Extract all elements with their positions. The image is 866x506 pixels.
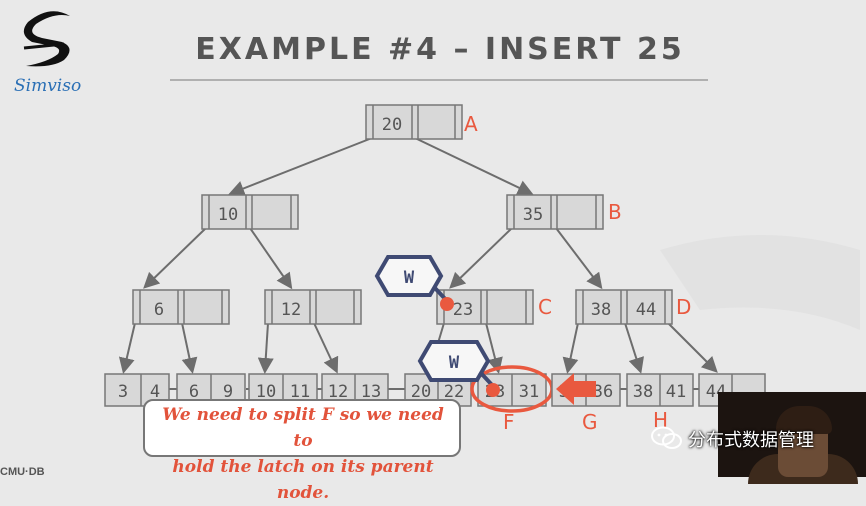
node-D-key-2: 44 (636, 300, 656, 320)
edge-C-F (485, 322, 503, 374)
node-6-key-1: 6 (154, 300, 164, 320)
leaf-key: 12 (328, 382, 348, 402)
node-A-label: A (464, 112, 478, 136)
edge-n10-n6 (143, 227, 207, 289)
simviso-logo (18, 8, 78, 70)
leaf-key: 36 (593, 382, 613, 402)
edge-D-G (562, 322, 579, 374)
node-H-label: H (653, 408, 668, 432)
node-D: 38 44 D (575, 289, 691, 325)
leaf-key: 20 (411, 382, 431, 402)
node-A: 20 A (365, 104, 478, 140)
title-underline (170, 79, 708, 81)
write-latch-F: W (417, 340, 500, 397)
leaf-key: 13 (361, 382, 381, 402)
edge-A-B (414, 137, 534, 196)
leaf-key: 3 (118, 382, 128, 402)
node-10-key-1: 10 (218, 205, 238, 225)
node-C-label: C (538, 295, 552, 319)
callout-line-2: hold the latch on its parent node. (172, 457, 434, 503)
leaf-key: 9 (223, 382, 233, 402)
node-6: 6 (132, 289, 230, 325)
latch-label: W (449, 353, 460, 373)
leaf-key: 41 (666, 382, 686, 402)
node-C-key-1: 23 (453, 300, 473, 320)
leaf-H: 38 41 H (626, 373, 694, 432)
edge-n6-leaf-3-4 (118, 322, 136, 374)
edge-A-n10 (228, 137, 373, 197)
node-D-label: D (676, 295, 691, 319)
leaf-key: 4 (150, 382, 160, 402)
node-B: 35 B (506, 194, 622, 230)
node-C: 23 C (436, 289, 552, 325)
edge-B-D (555, 227, 603, 290)
edge-n12-leaf-12-13 (313, 322, 339, 374)
edge-B-C (449, 227, 513, 289)
tree-edges (118, 137, 718, 374)
callout-text: We need to split F so we need to hold th… (150, 402, 456, 506)
node-12-key-1: 12 (281, 300, 301, 320)
leaf-key: 22 (444, 382, 464, 402)
node-D-key-1: 38 (591, 300, 611, 320)
edge-n12-leaf-10-11 (257, 322, 274, 374)
edge-D-H (624, 322, 644, 374)
leaf-key: 38 (633, 382, 653, 402)
edge-n10-n12 (249, 227, 293, 290)
node-F-label: F (503, 410, 515, 434)
callout-line-1: We need to split F so we need to (162, 405, 444, 451)
edge-D-leaf-44 (667, 322, 718, 373)
node-12: 12 (264, 289, 362, 325)
logo-text: Simviso (14, 76, 82, 96)
latch-label: W (404, 268, 415, 288)
slide-title: EXAMPLE #4 – INSERT 25 (195, 32, 685, 67)
insert-arrow (556, 373, 596, 405)
background-s-watermark (660, 235, 860, 330)
node-B-label: B (608, 200, 622, 224)
cmu-db-logo: CMU·DB (0, 466, 45, 478)
leaf-key: 10 (256, 382, 276, 402)
watermark-text: 分布式数据管理 (688, 430, 814, 451)
wechat-icon (651, 426, 682, 449)
leaf-key: 31 (519, 382, 539, 402)
write-latch-C: W (374, 255, 454, 311)
callout-box (143, 399, 461, 457)
leaf-key: 6 (189, 382, 199, 402)
node-G-label: G (582, 410, 598, 434)
node-10: 10 (201, 194, 299, 230)
node-B-key-1: 35 (523, 205, 543, 225)
node-A-key-1: 20 (382, 115, 402, 135)
edge-n6-leaf-6-9 (181, 322, 198, 374)
leaf-key: 11 (290, 382, 310, 402)
